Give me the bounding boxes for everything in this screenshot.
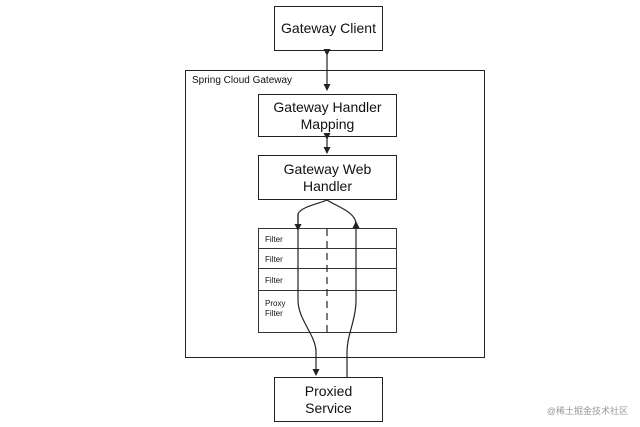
- web-handler-line2: Handler: [302, 177, 352, 194]
- filter-label: Filter: [265, 276, 283, 285]
- proxied-service-box: Proxied Service: [274, 377, 383, 422]
- filter-row: Filter: [259, 229, 396, 249]
- response-flow-curve: [326, 199, 357, 225]
- gateway-client-label: Gateway Client: [281, 20, 376, 36]
- web-handler-line1: Gateway Web: [283, 160, 372, 177]
- gateway-web-handler-box: Gateway Web Handler: [258, 155, 397, 200]
- gateway-handler-mapping-box: Gateway Handler Mapping: [258, 94, 397, 137]
- handler-mapping-line1: Gateway Handler: [273, 98, 382, 115]
- gateway-client-box: Gateway Client: [274, 6, 383, 51]
- response-flow-path: [346, 221, 360, 377]
- proxy-filter-row: Proxy Filter: [259, 291, 396, 334]
- spring-cloud-gateway-title: Spring Cloud Gateway: [192, 75, 293, 86]
- proxied-service-line2: Service: [305, 399, 352, 416]
- filter-label: Filter: [265, 235, 283, 244]
- handler-mapping-line2: Mapping: [300, 115, 355, 132]
- proxy-filter-label-line2: Filter: [265, 309, 283, 318]
- spring-cloud-gateway-container: Spring Cloud Gateway: [185, 70, 485, 358]
- watermark-text: @稀土掘金技术社区: [546, 406, 628, 416]
- proxy-filter-label-line1: Proxy: [265, 299, 286, 308]
- proxied-service-line1: Proxied: [304, 382, 353, 399]
- request-flow-path: [297, 199, 328, 376]
- filter-label: Filter: [265, 255, 283, 264]
